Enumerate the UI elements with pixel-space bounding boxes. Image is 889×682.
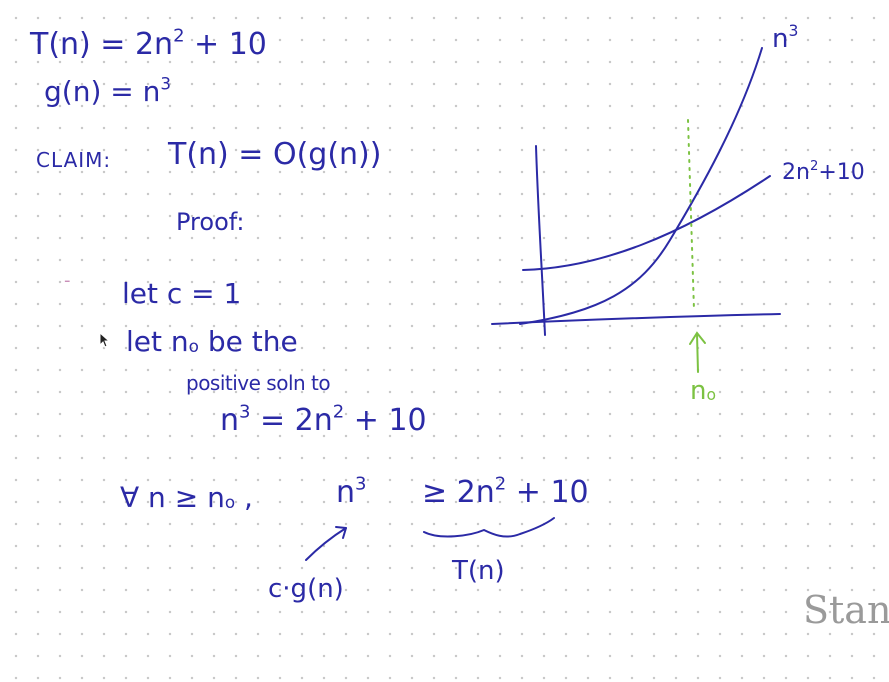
n0-arrow-head (689, 331, 706, 345)
forall-clause: ∀ n ≥ no , (120, 481, 253, 514)
arrow-to-n3 (305, 527, 347, 561)
y-axis (535, 145, 546, 336)
curve-2n2-label: 2n2+10 (782, 158, 865, 185)
underbrace-t-of-n (423, 517, 555, 538)
positive-solution-line: positive soln to (186, 371, 331, 395)
curve-2n2 (522, 175, 771, 271)
claim-statement: T(n) = O(g(n)) (168, 137, 382, 172)
cg-annotation: c·g(n) (268, 574, 344, 604)
let-n0-line: let no be the (126, 325, 298, 358)
stray-dash: - (64, 270, 71, 291)
n0-arrow (696, 333, 699, 373)
x-axis (491, 313, 781, 325)
arrow-to-n3-head (335, 526, 347, 539)
inequality-right: ≥ 2n2 + 10 (422, 473, 589, 510)
inequality-left: n3 (336, 473, 367, 510)
let-c-line: let c = 1 (122, 277, 242, 310)
curve-n3 (519, 47, 763, 325)
n0-dotted-line (687, 119, 695, 311)
watermark: Stan (803, 588, 889, 632)
t-of-n-definition: T(n) = 2n2 + 10 (30, 25, 267, 62)
n0-marker-label: no (690, 376, 717, 406)
proof-label: Proof: (176, 208, 245, 236)
claim-label: CLAIM: (36, 148, 112, 172)
crossing-equation: n3 = 2n2 + 10 (220, 401, 427, 438)
mouse-cursor-icon (99, 332, 111, 348)
g-of-n-definition: g(n) = n3 (44, 73, 172, 108)
tn-annotation: T(n) (452, 556, 505, 586)
curve-n3-label: n3 (772, 22, 799, 54)
